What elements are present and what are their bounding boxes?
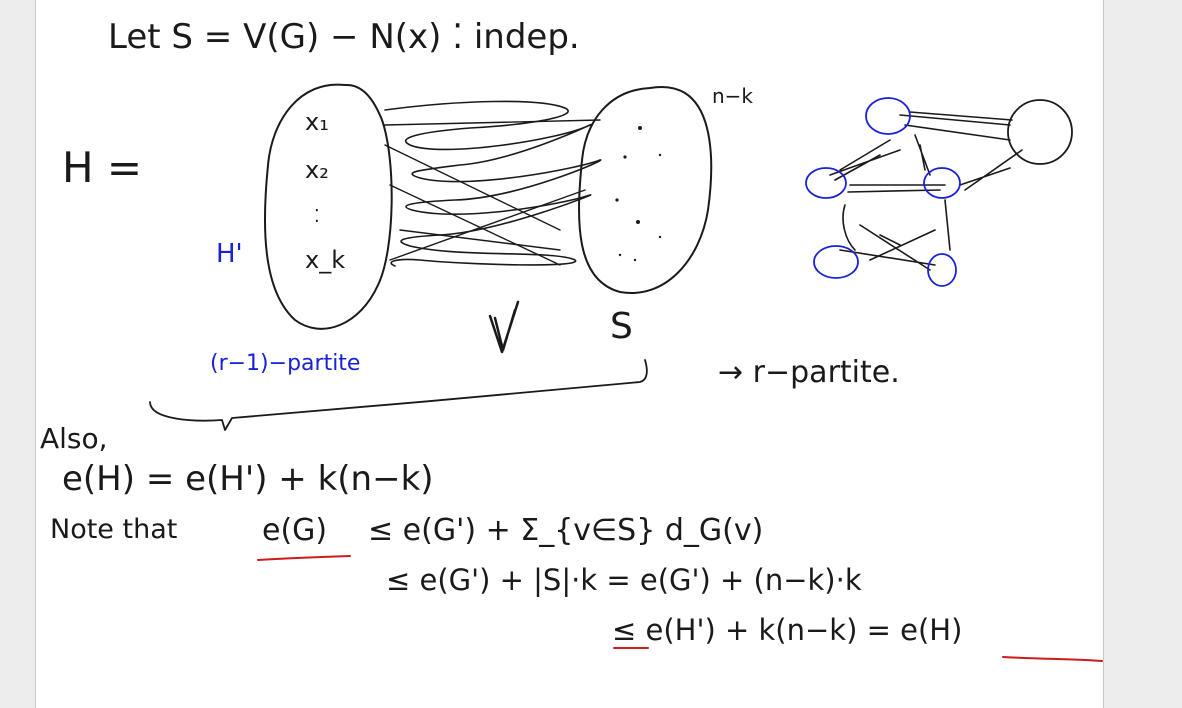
set-s-dots xyxy=(615,126,662,262)
ineq1-rhs: ≤ e(G') + Σ_{v∈S} d_G(v) xyxy=(368,513,763,548)
line-let-s: Let S = V(G) − N(x) ⁚ indep. xyxy=(108,17,580,57)
x1-label: x₁ xyxy=(305,108,329,136)
graph-sketch xyxy=(805,97,1073,287)
line1-text: Let S = V(G) − N(x) ⁚ indep. xyxy=(108,17,580,57)
join-v-symbol xyxy=(488,300,520,354)
r-partite-label: → r−partite. xyxy=(718,355,900,390)
ineq2-line: ≤ e(G') + |S|·k = e(G') + (n−k)·k xyxy=(386,563,862,597)
left-margin xyxy=(0,0,35,708)
right-scroll-area xyxy=(1104,0,1182,708)
underline-eg xyxy=(257,555,351,561)
vdots-label: ⁚ xyxy=(314,206,320,227)
left-part-ellipse xyxy=(263,83,393,330)
ineq1-lhs: e(G) xyxy=(262,513,327,548)
equation-eh: e(H) = e(H') + k(n−k) xyxy=(62,459,434,499)
xk-label: x_k xyxy=(305,246,345,274)
r-minus-1-partite-label: (r−1)−partite xyxy=(210,351,360,376)
part-a-labels: x₁ x₂ ⁚ x_k xyxy=(305,108,345,274)
underline-eh xyxy=(1002,656,1103,662)
ineq3-line: ≤ e(H') + k(n−k) = e(H) xyxy=(612,613,962,647)
set-s-label: S xyxy=(610,306,633,347)
also-label: Also, xyxy=(40,422,108,455)
x2-label: x₂ xyxy=(305,156,329,184)
h-equals-label: H = xyxy=(62,143,142,192)
note-that-label: Note that xyxy=(50,514,177,545)
n-minus-k-label: n−k xyxy=(712,84,753,108)
bipartite-edges-scribble xyxy=(384,100,602,267)
underbrace xyxy=(149,359,648,431)
right-part-ellipse xyxy=(578,86,713,295)
h-prime-label: H' xyxy=(216,239,243,269)
